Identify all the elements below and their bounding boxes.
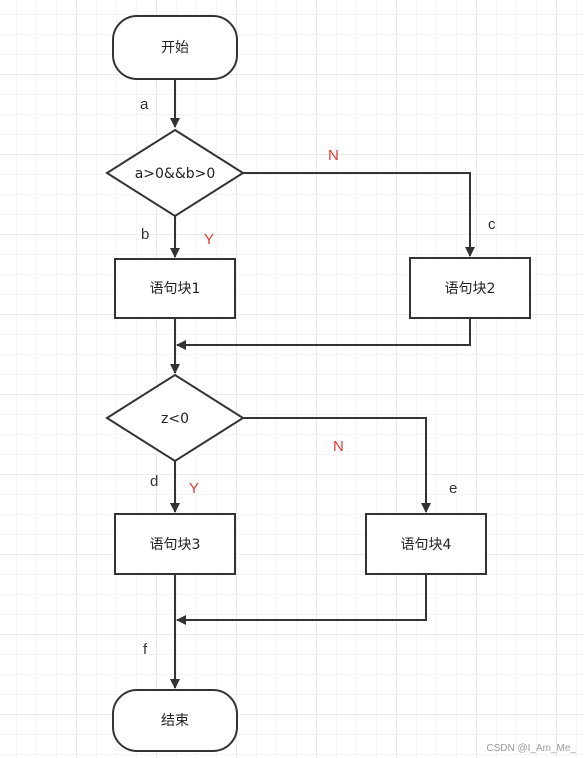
watermark: CSDN @I_Am_Me_ (486, 743, 576, 754)
cond1-yes-label: Y (204, 231, 214, 248)
edge-label-b: b (141, 226, 149, 243)
cond1-label: a>0&&b>0 (135, 166, 216, 182)
cond2-no-label: N (333, 438, 344, 455)
block2-label: 语句块2 (445, 281, 496, 297)
block4-label: 语句块4 (401, 537, 452, 553)
edge-label-e: e (449, 480, 457, 497)
edge-label-c: c (488, 216, 496, 233)
edge-label-a: a (140, 96, 149, 113)
process-block2 (409, 257, 531, 319)
decision-cond2 (105, 373, 245, 463)
edge-label-f: f (143, 641, 148, 658)
start-label: 开始 (161, 40, 189, 56)
end-label: 结束 (161, 713, 189, 729)
edge-label-d: d (150, 473, 158, 490)
start-terminal (112, 15, 238, 80)
process-block4 (365, 513, 487, 575)
cond1-no-label: N (328, 147, 339, 164)
process-block1 (114, 258, 236, 319)
end-terminal (112, 689, 238, 752)
connector-block4-to-merge2 (176, 574, 427, 625)
block1-label: 语句块1 (150, 281, 201, 297)
connector-cond2-to-block4 (243, 417, 431, 513)
cond2-yes-label: Y (189, 480, 199, 497)
process-block3 (114, 513, 236, 575)
connector-cond1-to-block2 (243, 172, 475, 257)
connector-block2-to-merge1 (176, 318, 471, 350)
cond2-label: z<0 (161, 411, 189, 427)
decision-cond1 (105, 128, 245, 218)
block3-label: 语句块3 (150, 537, 201, 553)
